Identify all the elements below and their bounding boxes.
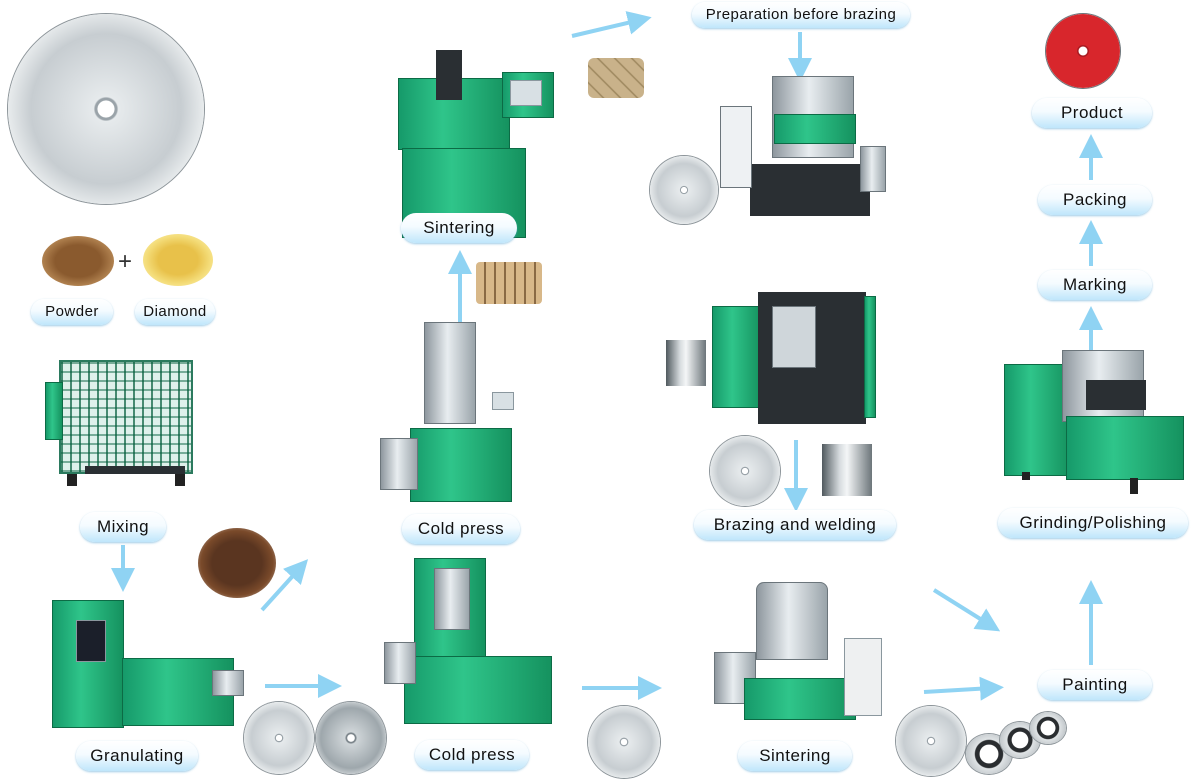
- mixing-machine: [45, 356, 195, 488]
- arrow-sintering-to-painting: [923, 676, 1004, 701]
- segments-image-top: [588, 58, 644, 98]
- label-packing: Packing: [1038, 185, 1152, 215]
- segments-image-middle: [476, 262, 542, 304]
- cup-wheel-image-3: [1030, 712, 1066, 744]
- label-grinding: Grinding/Polishing: [998, 508, 1188, 538]
- cylinder-image-1: [666, 340, 706, 386]
- blade-image-1: [244, 702, 314, 774]
- label-painting: Painting: [1038, 670, 1152, 700]
- sintering-machine-top: [398, 44, 558, 238]
- label-preparation: Preparation before brazing: [692, 2, 910, 28]
- cylinder-image-2: [822, 444, 872, 496]
- label-brazing: Brazing and welding: [694, 510, 896, 540]
- preparation-machine: [720, 76, 886, 226]
- granules-image: [198, 528, 276, 598]
- label-mixing: Mixing: [80, 512, 166, 542]
- label-cold-press-bottom: Cold press: [415, 740, 529, 770]
- cold-press-machine-bottom: [384, 558, 554, 728]
- arrow-brazing-to-painting: [932, 588, 1001, 632]
- label-product: Product: [1032, 98, 1152, 128]
- label-sintering-top: Sintering: [401, 213, 517, 243]
- brazing-machine: [712, 276, 876, 434]
- label-diamond: Diamond: [135, 299, 215, 325]
- blade-image-painting: [896, 706, 966, 776]
- blade-image-sintering: [588, 706, 660, 778]
- label-cold-press-top: Cold press: [402, 514, 520, 544]
- label-sintering-bottom: Sintering: [738, 741, 852, 771]
- label-powder: Powder: [31, 299, 113, 325]
- blade-image-prep: [650, 156, 718, 224]
- grinding-machine: [1004, 350, 1184, 500]
- granulating-machine: [52, 600, 244, 730]
- sintering-machine-bottom: [704, 582, 886, 724]
- cold-press-machine-top: [380, 322, 530, 502]
- blade-image-brazing: [710, 436, 780, 506]
- arrow-granules-up: [260, 559, 309, 612]
- saw-blade-image: [8, 14, 204, 204]
- diamond-image: [143, 234, 213, 286]
- powder-image: [42, 236, 114, 286]
- product-blade-image: [1046, 14, 1120, 88]
- blade-image-2: [316, 702, 386, 774]
- label-marking: Marking: [1038, 270, 1152, 300]
- arrow-to-preparation: [571, 11, 652, 38]
- label-granulating: Granulating: [76, 741, 198, 771]
- plus-sign: +: [118, 248, 133, 275]
